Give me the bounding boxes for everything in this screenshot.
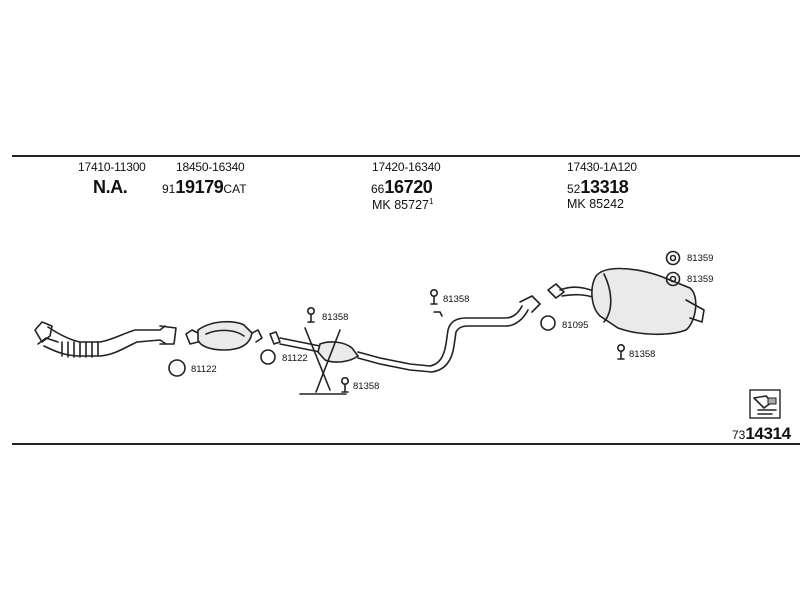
catalytic-converter — [185, 320, 263, 351]
ref-81358-c: 81358 — [443, 294, 470, 305]
hanger-icon-1 — [665, 250, 681, 266]
ref-81122-b: 81122 — [282, 353, 308, 364]
code-4-prefix: 52 — [567, 182, 581, 196]
mk-4: MK 85242 — [567, 197, 624, 211]
code-2-prefix: 91 — [162, 182, 176, 196]
ref-81122-a: 81122 — [191, 364, 217, 375]
bolt-icon-3 — [429, 288, 438, 305]
mk-3-text: MK 85727 — [372, 198, 429, 213]
bolt-icon-4 — [616, 343, 625, 360]
code-2-suffix: CAT — [223, 182, 247, 196]
code-2: 9119179CAT — [162, 177, 247, 198]
ref-81358-b: 81358 — [353, 381, 380, 392]
center-pipe — [269, 327, 433, 395]
bolt-icon-1 — [306, 306, 315, 323]
intermediate-pipe — [429, 295, 541, 373]
part-number-4: 17430-1A120 — [567, 160, 637, 174]
ring-gasket-81122-a — [168, 359, 186, 377]
bolt-icon-2 — [340, 376, 349, 393]
code-3: 6616720 — [371, 177, 433, 198]
top-rule — [12, 155, 800, 157]
code-4-main: 13318 — [580, 177, 629, 197]
front-pipe — [34, 321, 177, 358]
code-3-main: 16720 — [384, 177, 433, 197]
ref-81358-d: 81358 — [629, 349, 656, 360]
part-number-2: 18450-16340 — [176, 160, 245, 174]
ref-81358-a: 81358 — [322, 312, 349, 323]
hanger-icon-2 — [665, 271, 681, 287]
code-3-prefix: 66 — [371, 182, 385, 196]
part-number-3: 17420-16340 — [372, 160, 441, 174]
catalog-number-prefix: 73 — [732, 428, 746, 442]
code-4: 5213318 — [567, 177, 629, 198]
ring-gasket-81095 — [540, 315, 556, 331]
ref-81095: 81095 — [562, 320, 589, 331]
mk-3: MK 857271 — [372, 197, 433, 212]
catalog-number: 7314314 — [732, 424, 791, 444]
mk-3-note: 1 — [428, 197, 434, 206]
catalog-number-main: 14314 — [745, 424, 791, 443]
ref-81359-b: 81359 — [687, 274, 714, 285]
ref-81359-a: 81359 — [687, 253, 714, 264]
catalog-logo — [749, 389, 781, 419]
bottom-rule — [12, 443, 800, 445]
code-1: N.A. — [93, 177, 128, 197]
ring-gasket-81122-b — [260, 349, 276, 365]
code-2-main: 19179 — [175, 177, 224, 197]
part-number-1: 17410-11300 — [78, 160, 146, 174]
